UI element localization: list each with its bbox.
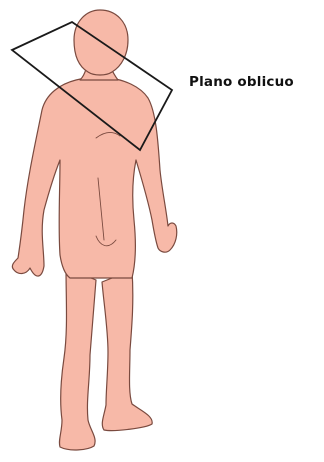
left-leg	[59, 268, 96, 450]
right-leg	[102, 270, 152, 431]
oblique-plane-label: Plano oblicuo	[189, 74, 294, 90]
torso	[12, 76, 176, 278]
